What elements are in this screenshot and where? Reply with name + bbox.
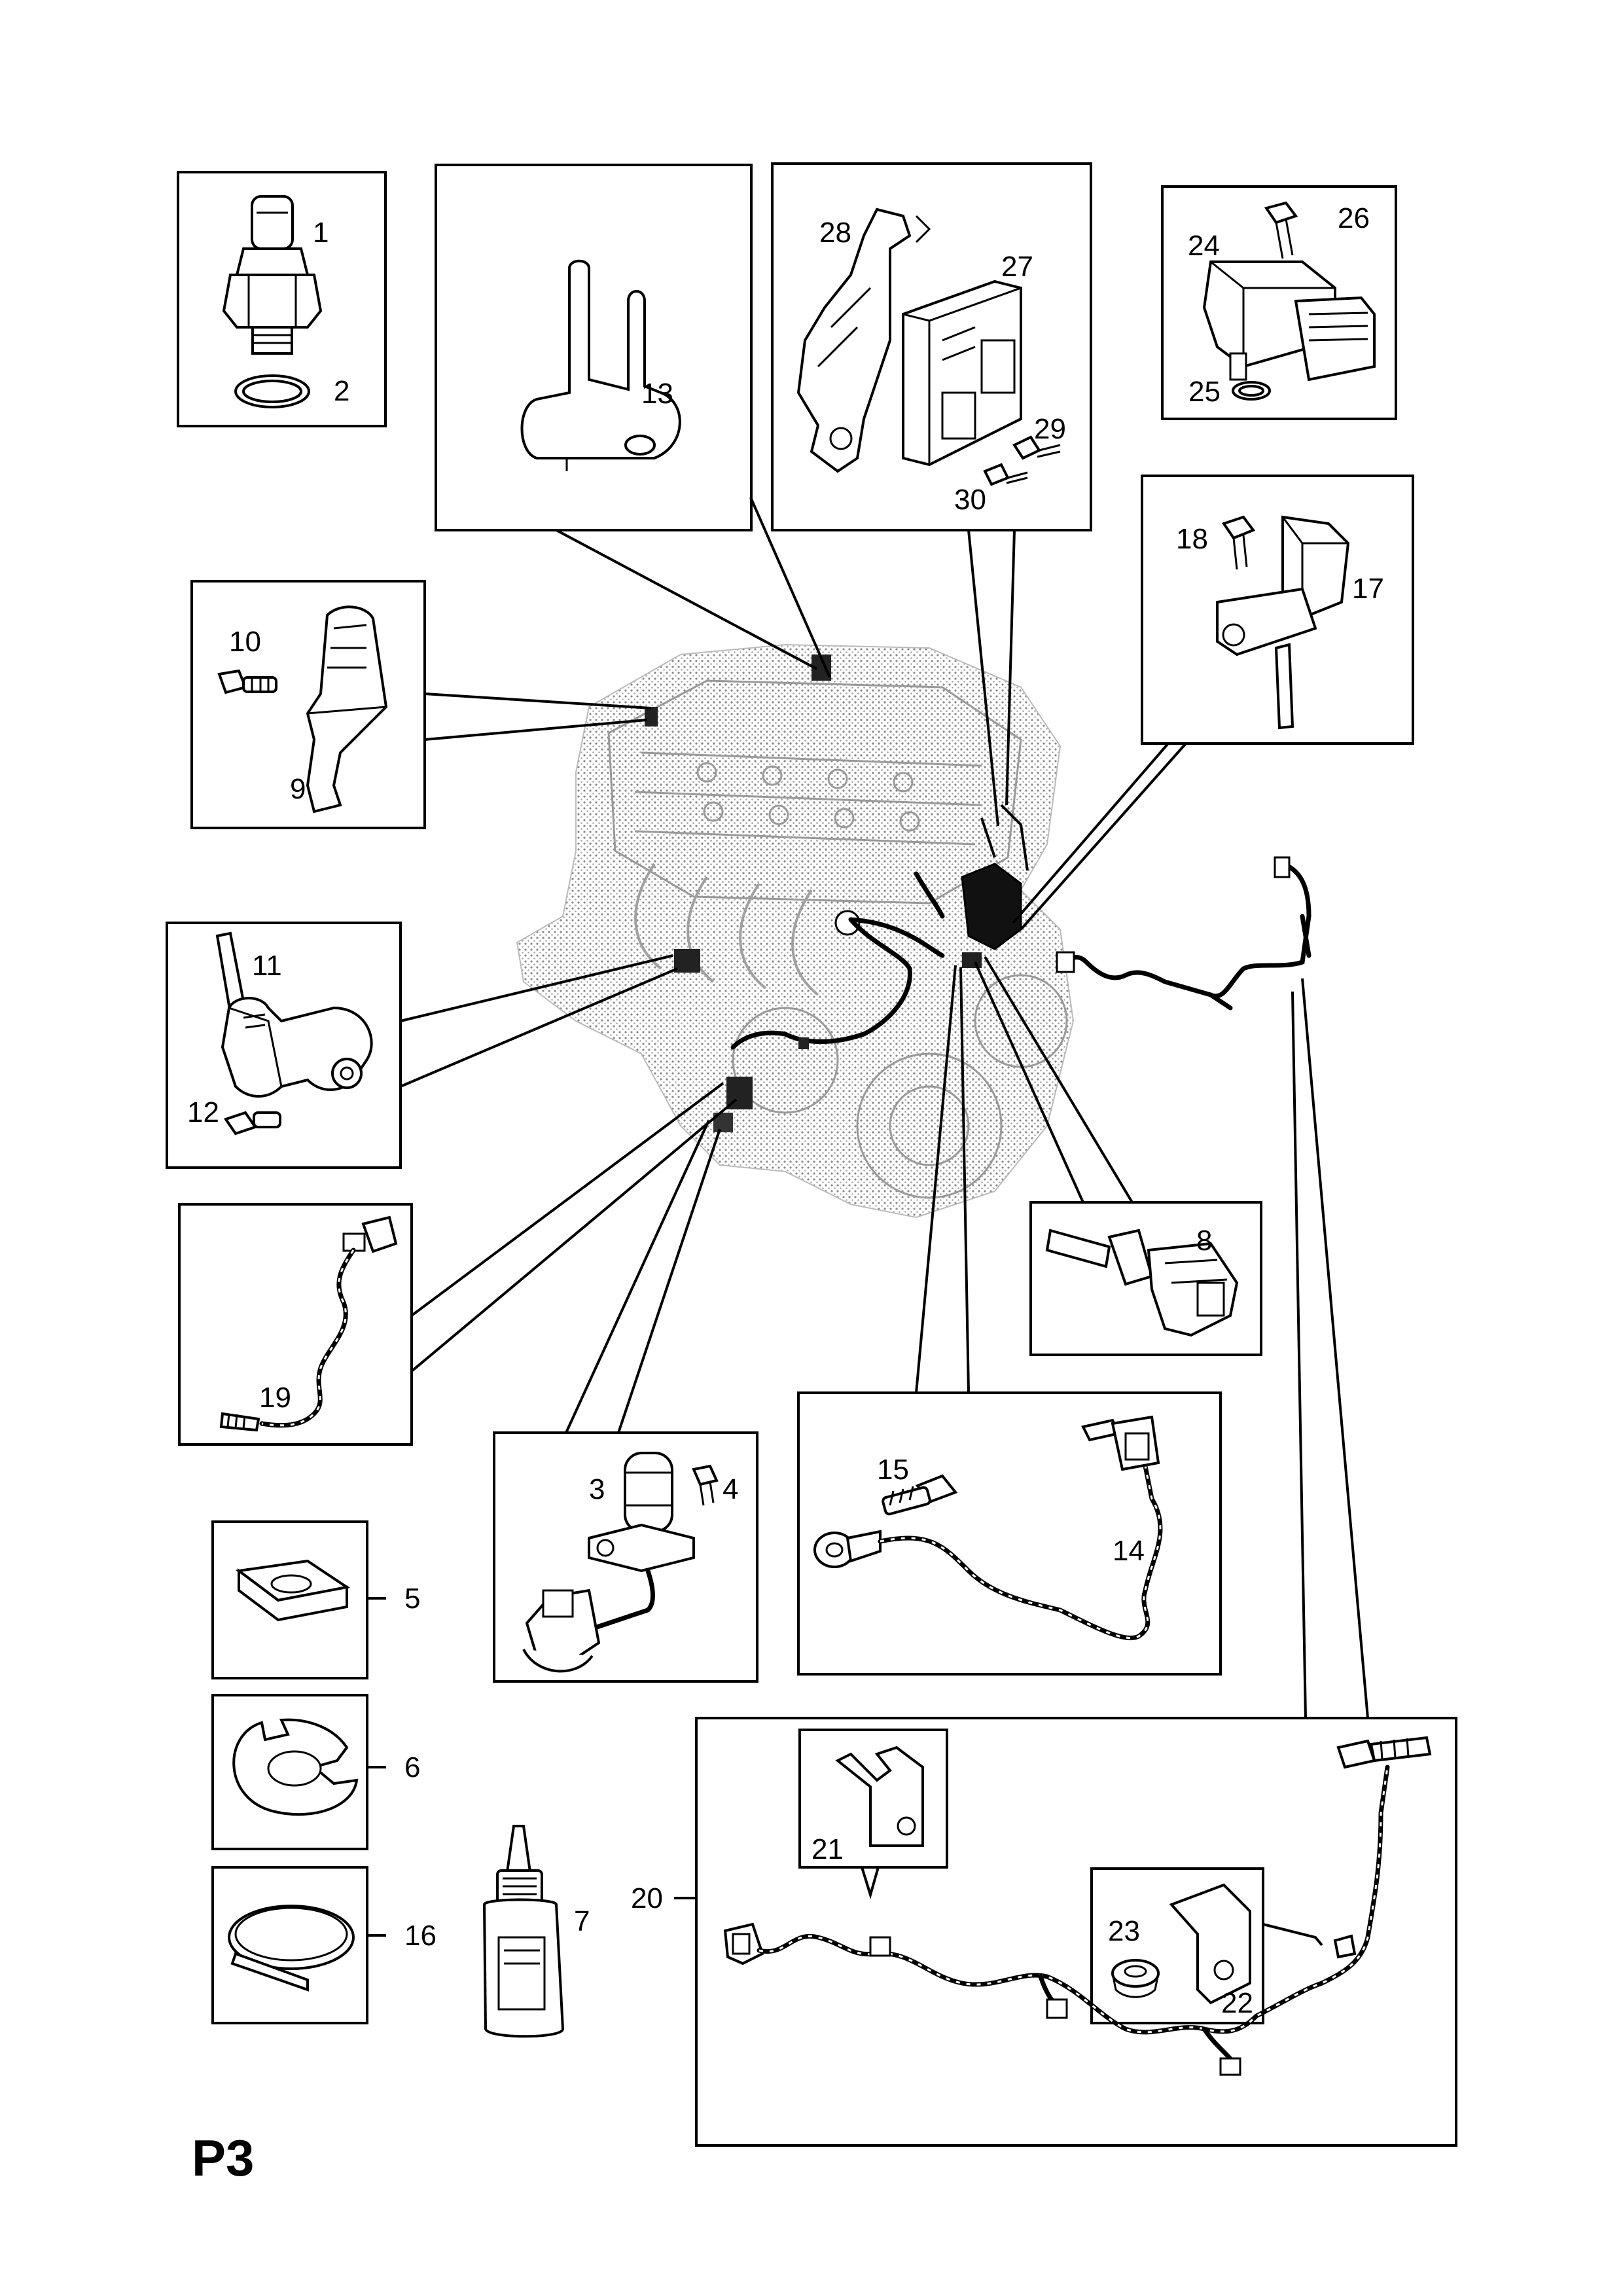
callout-26: 26 bbox=[1338, 202, 1370, 234]
box-clip-5 bbox=[211, 1520, 368, 1679]
callout-1: 1 bbox=[313, 217, 329, 249]
box-knock-sensor bbox=[797, 1391, 1222, 1676]
callout-28: 28 bbox=[819, 217, 851, 249]
box-control-unit bbox=[771, 162, 1092, 531]
bolt-26-icon bbox=[1264, 201, 1298, 259]
box-coolant-temp-sensor bbox=[1029, 1201, 1262, 1356]
callout-29: 29 bbox=[1034, 413, 1066, 445]
engine-harness-segment bbox=[1056, 856, 1311, 1011]
harness-clip-21-icon bbox=[835, 1746, 924, 1847]
callout-20: 20 bbox=[631, 1882, 663, 1914]
bracket-22-icon bbox=[1169, 1883, 1251, 2005]
callout-17: 17 bbox=[1352, 573, 1384, 605]
callout-2: 2 bbox=[334, 375, 349, 407]
callout-6: 6 bbox=[404, 1751, 420, 1784]
callout-18: 18 bbox=[1176, 523, 1208, 555]
engine-control-unit-icon bbox=[902, 279, 1022, 467]
bolt-4-icon bbox=[692, 1464, 719, 1506]
callout-12: 12 bbox=[187, 1096, 219, 1128]
bolt-18-icon bbox=[1221, 515, 1256, 570]
box-wiring-harness bbox=[695, 1717, 1457, 2147]
spring-clip-icon bbox=[235, 1559, 351, 1622]
knock-sensor-icon bbox=[813, 1415, 1163, 1641]
callout-16: 16 bbox=[404, 1920, 437, 1952]
callout-27: 27 bbox=[1001, 251, 1033, 283]
callout-24: 24 bbox=[1188, 230, 1220, 262]
box-temperature-pressure-sensor bbox=[1141, 475, 1414, 745]
engine-assembly bbox=[516, 643, 1075, 1219]
circlip-icon bbox=[232, 1718, 359, 1816]
oil-pressure-switch-icon bbox=[222, 195, 323, 355]
bolt-15-icon bbox=[882, 1474, 958, 1516]
callout-11: 11 bbox=[252, 950, 282, 982]
box-tape-16 bbox=[211, 1866, 368, 2024]
box-pressure-sensor bbox=[1161, 185, 1397, 420]
callout-3: 3 bbox=[589, 1473, 605, 1505]
callout-14: 14 bbox=[1113, 1535, 1145, 1567]
callout-19: 19 bbox=[259, 1382, 291, 1414]
callout-9: 9 bbox=[290, 773, 306, 805]
bolt-10-icon bbox=[217, 669, 277, 694]
sealing-ring-icon bbox=[234, 374, 310, 408]
crankshaft-sensor-icon bbox=[215, 931, 373, 1098]
box-camshaft-sensor bbox=[190, 580, 426, 829]
sealant-bottle-icon bbox=[482, 1825, 565, 2038]
bracket-icon bbox=[520, 259, 681, 471]
box-crankshaft-sensor bbox=[166, 922, 402, 1169]
callout-10: 10 bbox=[229, 626, 261, 658]
o-ring-25-icon bbox=[1232, 381, 1271, 401]
wiring-harness-20-icon bbox=[723, 1736, 1432, 2076]
callout-30: 30 bbox=[954, 484, 986, 516]
map-sensor-icon bbox=[1202, 260, 1376, 382]
leader-21 bbox=[861, 1867, 880, 1900]
leader-22 bbox=[1262, 1923, 1323, 1946]
box-oxygen-sensor-19 bbox=[178, 1203, 413, 1446]
box-retaining-clip-6 bbox=[211, 1694, 368, 1850]
callout-21: 21 bbox=[812, 1833, 844, 1865]
page-code: P3 bbox=[192, 2129, 254, 2187]
callout-5: 5 bbox=[404, 1583, 420, 1615]
leader-lines bbox=[400, 497, 1369, 1719]
screw-29-icon bbox=[1012, 435, 1061, 460]
callout-23: 23 bbox=[1108, 1915, 1140, 1947]
bolt-12-icon bbox=[223, 1111, 281, 1136]
box-oil-control-valve bbox=[493, 1431, 758, 1683]
oil-control-valve-icon bbox=[522, 1452, 695, 1673]
callout-8: 8 bbox=[1196, 1225, 1212, 1257]
camshaft-sensor-icon bbox=[306, 605, 388, 814]
boost-pressure-sensor-icon bbox=[1216, 515, 1350, 730]
nut-23-icon bbox=[1111, 1959, 1160, 1998]
tape-roll-icon bbox=[228, 1905, 355, 1992]
box-clip-21 bbox=[798, 1729, 948, 1869]
callout-4: 4 bbox=[722, 1473, 738, 1505]
box-bracket-13 bbox=[435, 164, 753, 531]
oxygen-sensor-19-icon bbox=[219, 1215, 398, 1432]
coolant-temperature-sensor-icon bbox=[1045, 1229, 1239, 1337]
box-bracket-22 bbox=[1090, 1867, 1264, 2024]
callout-13: 13 bbox=[641, 378, 673, 410]
callout-7: 7 bbox=[574, 1905, 590, 1937]
ecu-bracket-icon bbox=[796, 207, 931, 473]
callout-25: 25 bbox=[1188, 376, 1221, 408]
box-oil-pressure-switch bbox=[177, 171, 387, 427]
callout-15: 15 bbox=[877, 1454, 909, 1486]
callout-22: 22 bbox=[1221, 1987, 1253, 2019]
screw-30-icon bbox=[983, 463, 1028, 486]
